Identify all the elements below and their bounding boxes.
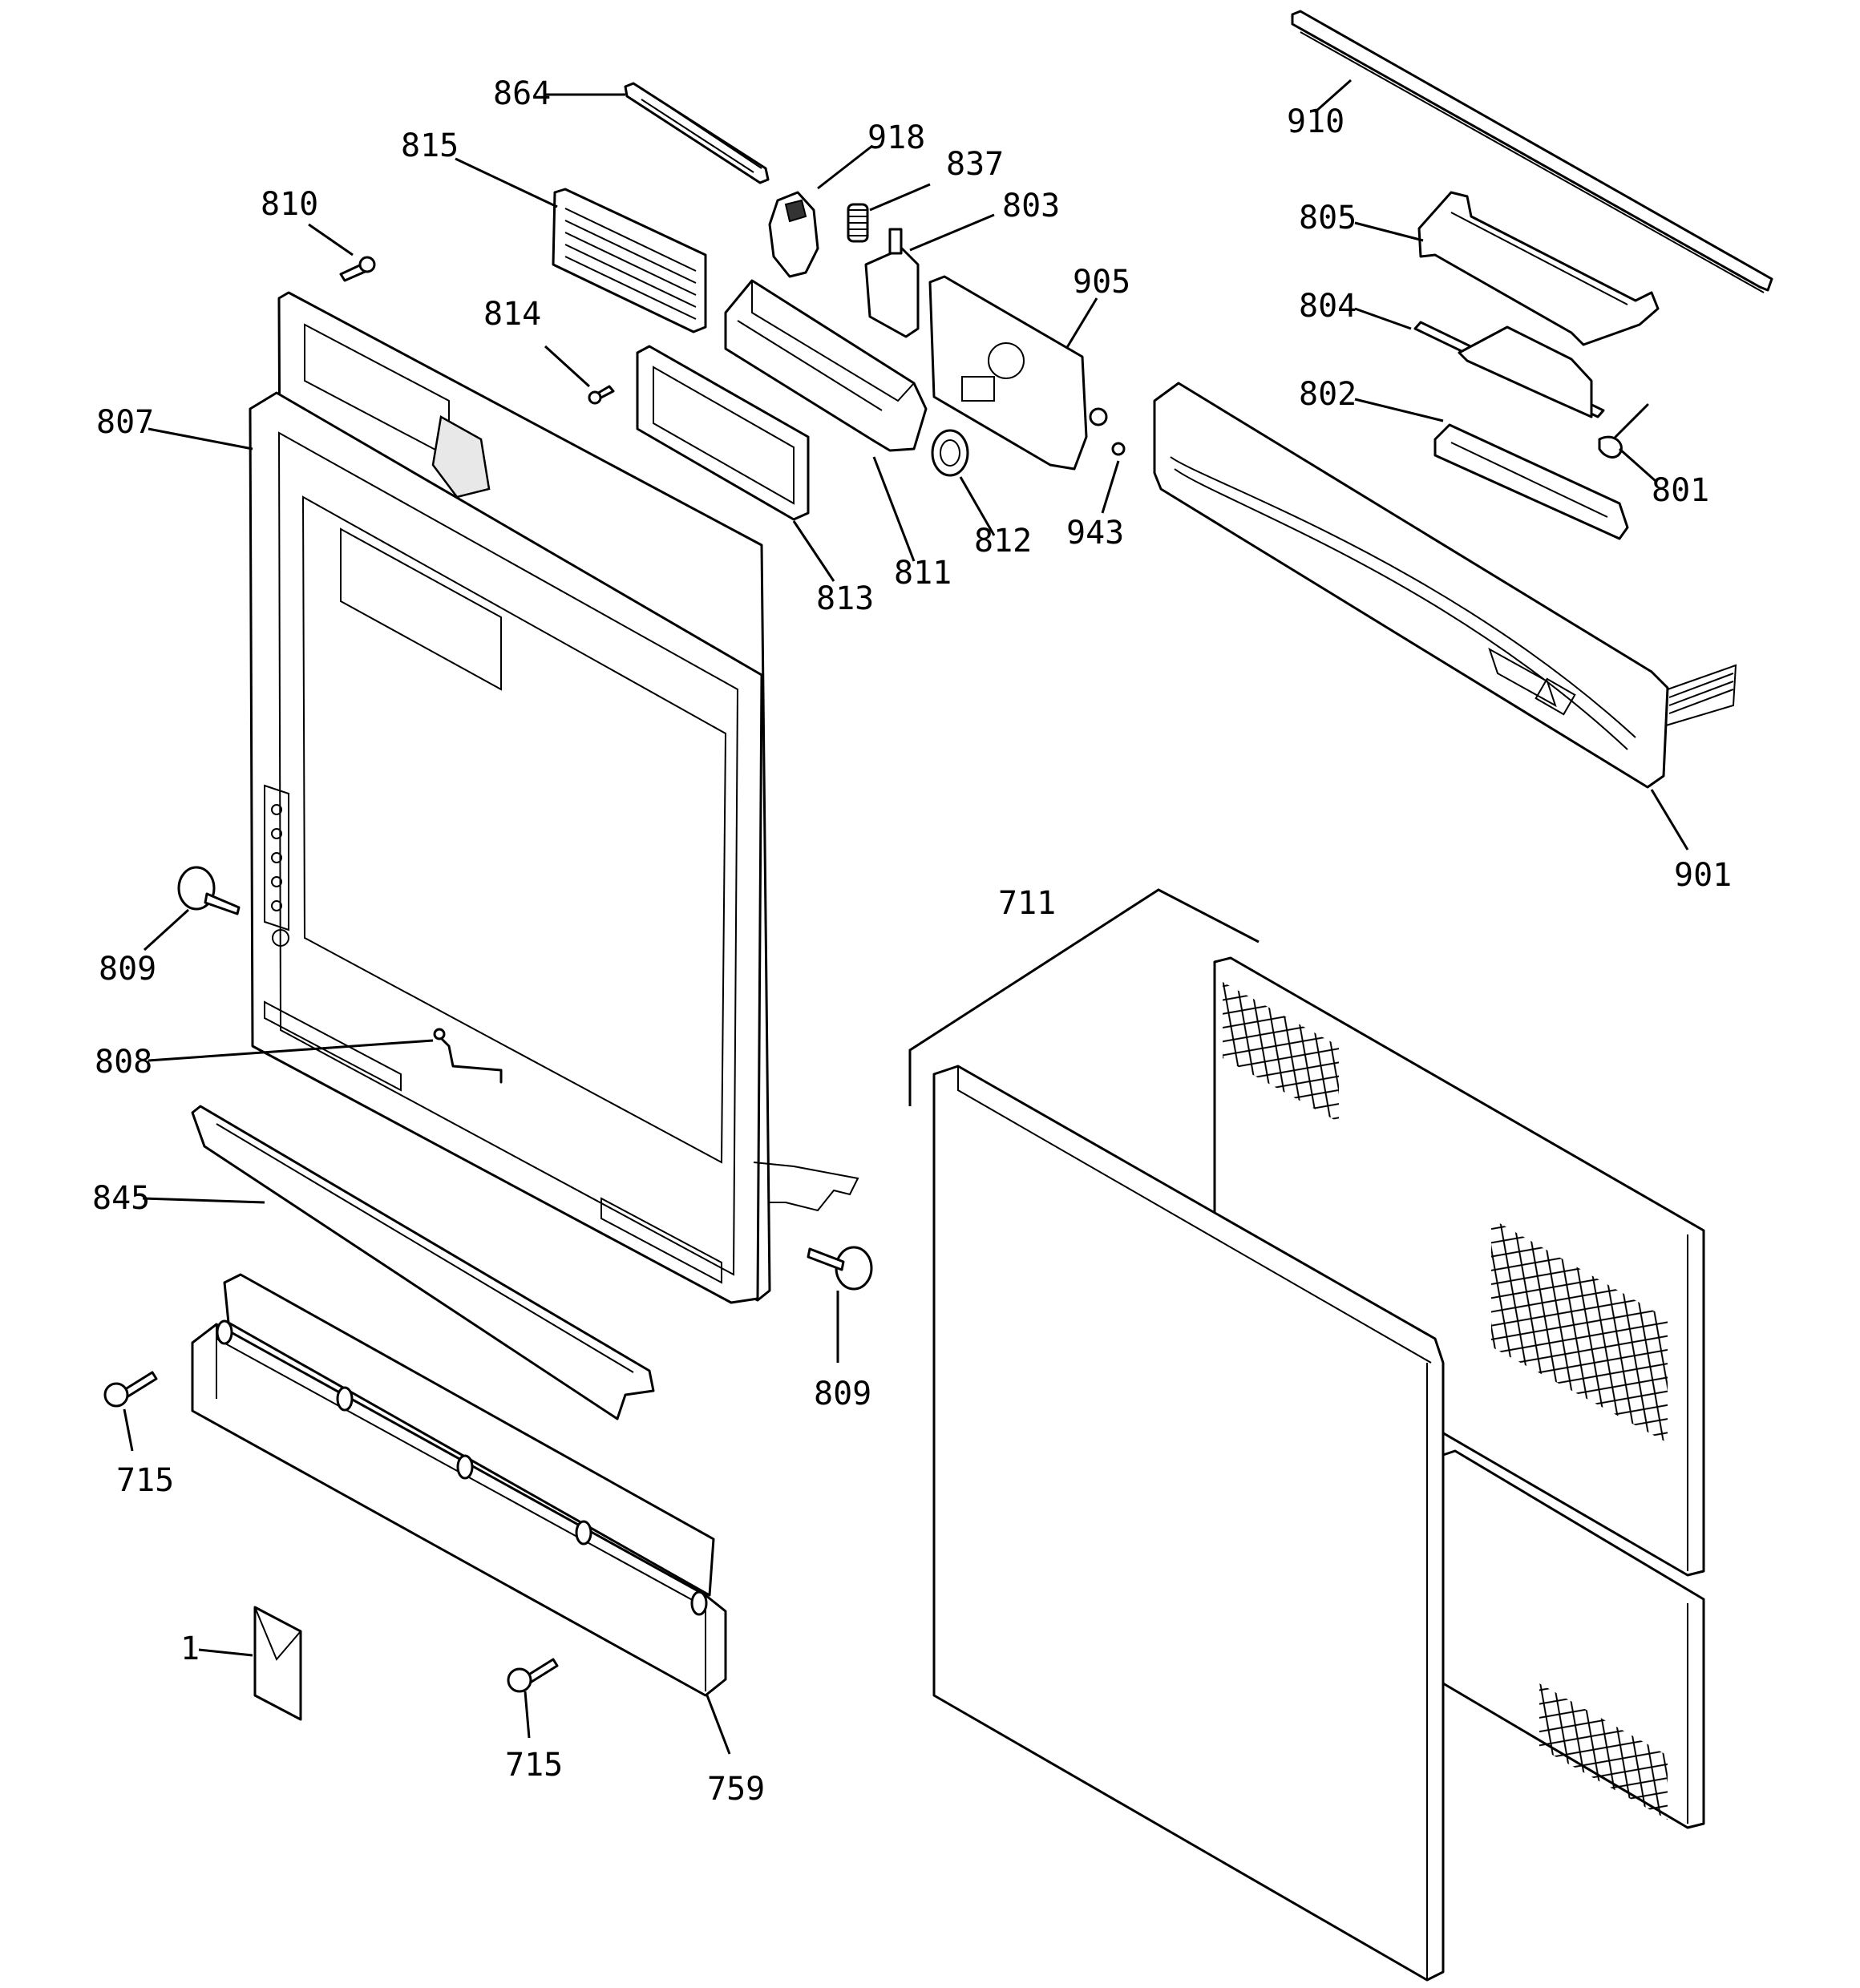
part-812-knob	[931, 429, 969, 477]
callout-815: 815	[401, 127, 459, 164]
callout-812: 812	[974, 523, 1032, 560]
part-1-literature-packet	[253, 1606, 302, 1721]
part-810-screw	[339, 256, 376, 282]
callout-805: 805	[1299, 200, 1357, 236]
part-918-switch	[768, 191, 819, 278]
part-901-control-panel	[1153, 382, 1737, 789]
part-715-screw-bottom	[507, 1658, 559, 1693]
callout-810: 810	[261, 186, 318, 223]
part-801-spring	[1598, 403, 1649, 459]
callout-711: 711	[998, 885, 1056, 922]
part-715-screw-top	[103, 1371, 158, 1408]
callout-801: 801	[1652, 472, 1709, 509]
part-814-screw	[588, 385, 615, 405]
part-813-gasket-frame	[636, 345, 810, 521]
callout-759: 759	[707, 1771, 765, 1808]
part-910-top-trim	[1291, 10, 1773, 293]
callout-837: 837	[946, 146, 1004, 183]
part-808-clip	[433, 1028, 503, 1084]
callout-943: 943	[1066, 515, 1124, 552]
part-807-inner-door	[249, 291, 859, 1304]
callout-804: 804	[1299, 288, 1357, 325]
part-802-latch	[1433, 423, 1629, 540]
callout-715-bottom: 715	[505, 1747, 563, 1784]
part-943-screw	[1111, 442, 1126, 456]
callout-814: 814	[483, 296, 541, 333]
part-864-vent-strip	[624, 82, 770, 184]
part-811-control-housing	[724, 279, 928, 452]
part-803-switch	[864, 228, 920, 338]
leader-lines	[123, 79, 1689, 1755]
part-809-bumper-right	[807, 1246, 873, 1291]
part-837-spring	[847, 203, 869, 243]
part-804-rod	[1413, 321, 1605, 418]
callout-905: 905	[1073, 264, 1130, 301]
callout-803: 803	[1002, 188, 1060, 224]
part-805-bracket	[1417, 191, 1660, 346]
callout-910: 910	[1287, 103, 1344, 140]
callout-901: 901	[1674, 857, 1732, 894]
callout-labels: 864 918 837 803 815 810 905 910 805 804 …	[92, 75, 1732, 1808]
callout-1: 1	[180, 1630, 200, 1667]
callout-715-top: 715	[116, 1462, 174, 1499]
callout-807: 807	[96, 404, 154, 441]
callout-808: 808	[95, 1044, 152, 1081]
part-759-toekick-panel	[191, 1273, 727, 1697]
part-711-door-panel-set	[908, 888, 1705, 1982]
callout-845: 845	[92, 1180, 150, 1217]
callout-864: 864	[493, 75, 551, 112]
callout-813: 813	[816, 580, 874, 617]
callout-809-left: 809	[99, 951, 156, 988]
part-809-bumper-left	[177, 866, 241, 915]
part-845-trim	[191, 1105, 655, 1420]
callout-811: 811	[894, 555, 952, 592]
part-905-control-board	[928, 275, 1108, 471]
part-815-vent-grille	[552, 188, 707, 333]
callout-802: 802	[1299, 376, 1357, 413]
callout-918: 918	[867, 119, 925, 156]
callout-809-right: 809	[814, 1376, 871, 1412]
